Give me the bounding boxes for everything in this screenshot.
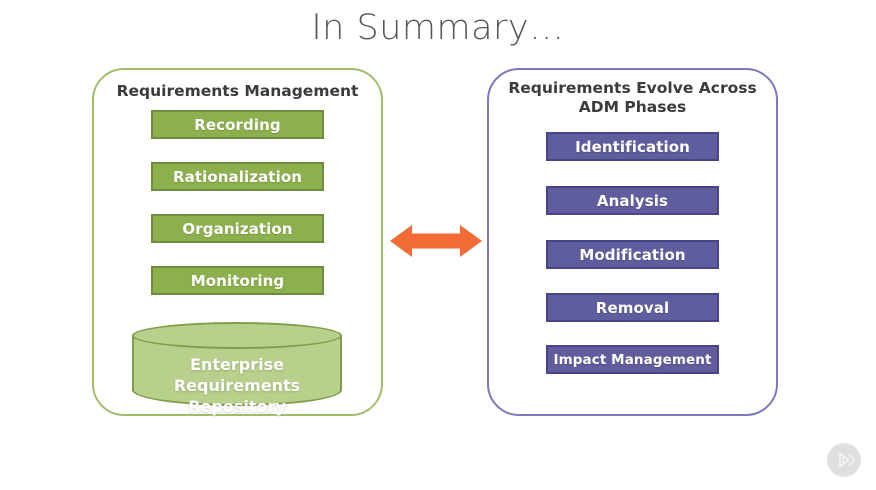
enterprise-requirements-repository-cylinder[interactable]: Enterprise Requirements Repository bbox=[132, 322, 342, 416]
phase-box-identification[interactable]: Identification bbox=[546, 132, 719, 161]
repository-label: Enterprise Requirements Repository bbox=[132, 354, 342, 417]
panel-requirements-management: Requirements Management Recording Ration… bbox=[92, 68, 383, 416]
double-headed-arrow-icon bbox=[390, 225, 482, 257]
process-box-recording[interactable]: Recording bbox=[151, 110, 324, 139]
cylinder-top-ellipse bbox=[132, 322, 342, 349]
page-title: In Summary… bbox=[311, 8, 565, 48]
process-box-label: Recording bbox=[194, 115, 281, 134]
repository-label-line2: Repository bbox=[188, 397, 286, 416]
panel-requirements-evolve-across-adm-phases: Requirements Evolve Across ADM Phases Id… bbox=[487, 68, 778, 416]
left-panel-heading: Requirements Management bbox=[116, 82, 359, 100]
phase-box-removal[interactable]: Removal bbox=[546, 293, 719, 322]
process-box-label: Rationalization bbox=[172, 167, 303, 186]
process-box-label: Monitoring bbox=[190, 271, 285, 290]
right-panel-heading-line1: Requirements Evolve Across bbox=[508, 79, 757, 97]
process-box-organization[interactable]: Organization bbox=[151, 214, 324, 243]
repository-label-line1: Enterprise Requirements bbox=[173, 355, 301, 395]
right-panel-heading-line2: ADM Phases bbox=[578, 98, 687, 116]
process-box-monitoring[interactable]: Monitoring bbox=[151, 266, 324, 295]
phase-box-label: Impact Management bbox=[553, 351, 712, 368]
phase-box-analysis[interactable]: Analysis bbox=[546, 186, 719, 215]
phase-box-label: Identification bbox=[575, 137, 690, 156]
process-box-rationalization[interactable]: Rationalization bbox=[151, 162, 324, 191]
phase-box-label: Analysis bbox=[596, 191, 669, 210]
phase-box-label: Removal bbox=[595, 298, 670, 317]
phase-box-impact-management[interactable]: Impact Management bbox=[546, 345, 719, 374]
process-box-label: Organization bbox=[182, 219, 293, 238]
phase-box-label: Modification bbox=[579, 245, 686, 264]
phase-box-modification[interactable]: Modification bbox=[546, 240, 719, 269]
right-panel-heading: Requirements Evolve Across ADM Phases bbox=[497, 79, 768, 117]
play-button-icon bbox=[827, 443, 861, 477]
